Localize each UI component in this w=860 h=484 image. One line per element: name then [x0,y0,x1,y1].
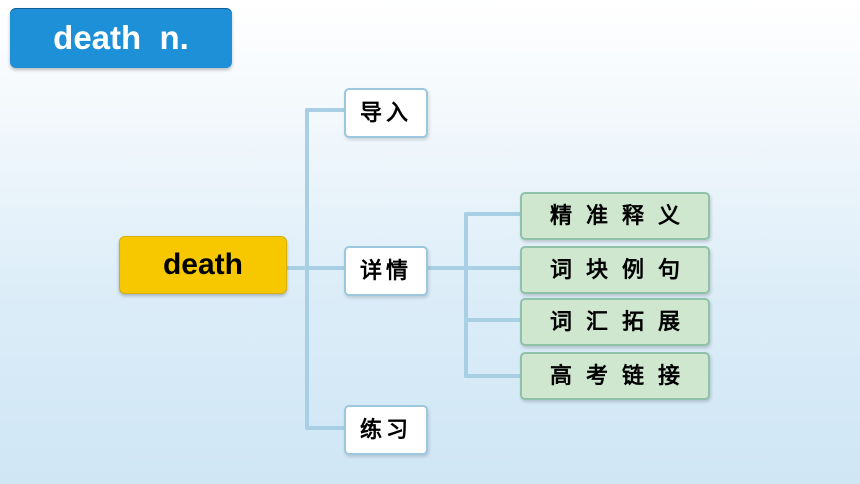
branch-details[interactable]: 详情 [344,246,428,296]
branch-practice[interactable]: 练习 [344,405,428,455]
detail-exam-link[interactable]: 高考链接 [520,352,710,400]
root-node[interactable]: death [119,236,287,294]
title-badge[interactable]: death n. [10,8,232,68]
detail-definition[interactable]: 精准释义 [520,192,710,240]
detail-vocab-extension[interactable]: 词汇拓展 [520,298,710,346]
branch-intro[interactable]: 导入 [344,88,428,138]
detail-chunk-examples[interactable]: 词块例句 [520,246,710,294]
